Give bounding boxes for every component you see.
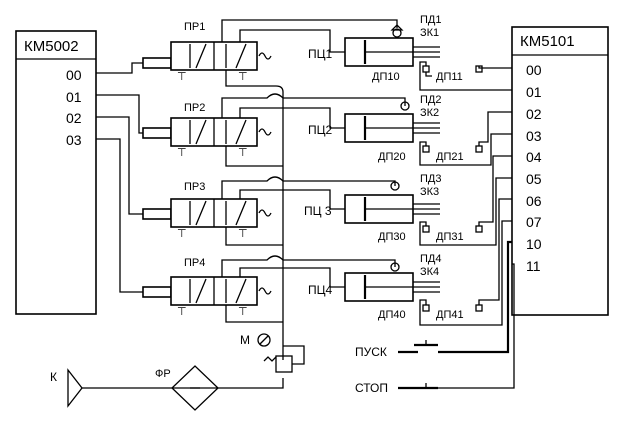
left-module-pin-02: 02 bbox=[66, 110, 82, 126]
cylinder-pc2: ПЦ2 ПД2 ЗК2 ДП20 ДП21 bbox=[308, 94, 483, 163]
sensor-dp30-label: ДП30 bbox=[378, 231, 406, 243]
compressor-symbol bbox=[67, 368, 83, 408]
valve-pr1-label: ПР1 bbox=[184, 21, 205, 33]
pneumatic-lines bbox=[221, 19, 406, 360]
valve-pr2-spring bbox=[258, 128, 272, 136]
cylinder-pc2-label: ПЦ2 bbox=[308, 123, 333, 137]
cylinder-pc4: ПЦ4 ПД4 ЗК4 ДП40 ДП41 bbox=[308, 253, 483, 321]
sensor-dp41-label: ДП41 bbox=[436, 309, 464, 321]
sensor-dp40-label: ДП40 bbox=[378, 309, 406, 321]
right-module-pin-05: 05 bbox=[526, 171, 542, 187]
pressure-switch-pd2-symbol bbox=[400, 101, 410, 111]
valve-pr3: ПР3 ⊤ ⊤ bbox=[142, 181, 272, 240]
sensor-wires bbox=[419, 61, 512, 326]
cylinder-pc3-label: ПЦ 3 bbox=[304, 204, 332, 218]
right-module-pin-00: 00 bbox=[526, 62, 542, 78]
supply-riser bbox=[225, 70, 284, 360]
right-module-pin-04: 04 bbox=[526, 149, 542, 165]
pressure-regulator-symbol bbox=[275, 355, 293, 373]
svg-text:⊤: ⊤ bbox=[238, 71, 248, 83]
left-module-pin-03: 03 bbox=[66, 132, 82, 148]
cylinder-pc1: ПЦ1 ПД1 ЗК1 ДП10 ДП11 bbox=[308, 14, 483, 83]
valve-pr4-label: ПР4 bbox=[184, 257, 205, 269]
pressure-switch-pd3-symbol bbox=[390, 181, 400, 191]
pressure-switch-pd3-label: ПД3 bbox=[420, 173, 441, 185]
start-button[interactable]: ПУСК bbox=[355, 240, 512, 359]
sensor-dp11-label: ДП11 bbox=[436, 71, 463, 83]
valve-pr3-spring bbox=[258, 209, 272, 217]
valve-pr4: ПР4 ⊤ ⊤ bbox=[142, 257, 272, 318]
pressure-switch-pd1-label: ПД1 bbox=[420, 14, 441, 26]
wire-out00-to-pr1 bbox=[96, 62, 143, 74]
cylinder-pc4-label: ПЦ4 bbox=[308, 283, 333, 297]
sensor-dp31-label: ДП31 bbox=[436, 231, 464, 243]
right-module-frame bbox=[511, 26, 609, 316]
valve-pr2: ПР2 ⊤ ⊤ bbox=[142, 102, 272, 159]
svg-text:⊤: ⊤ bbox=[177, 71, 187, 83]
svg-text:⊤: ⊤ bbox=[238, 306, 248, 318]
left-module-pin-00: 00 bbox=[66, 67, 82, 83]
air-supply: К ФР М bbox=[50, 333, 305, 411]
svg-text:⊤: ⊤ bbox=[177, 228, 187, 240]
svg-text:⊤: ⊤ bbox=[177, 147, 187, 159]
pressure-switch-pd4-symbol bbox=[390, 262, 400, 272]
manometer-gauge-icon bbox=[257, 333, 271, 347]
pressure-switch-pd2-label: ПД2 bbox=[420, 94, 441, 106]
valve-pr1: ПР1 ⊤ ⊤ bbox=[142, 21, 272, 83]
right-module-pin-10: 10 bbox=[526, 236, 542, 252]
svg-text:⊤: ⊤ bbox=[238, 228, 248, 240]
pressure-switch-pd1-symbol bbox=[390, 24, 404, 31]
sensor-dp20-label: ДП20 bbox=[378, 151, 406, 163]
check-valve-zk3-label: ЗК3 bbox=[420, 186, 439, 198]
right-module-pin-06: 06 bbox=[526, 193, 542, 209]
valve-pr4-solenoid bbox=[142, 286, 172, 298]
check-valve-zk2-label: ЗК2 bbox=[420, 107, 439, 119]
left-module-title: КМ5002 bbox=[24, 38, 79, 55]
valve-pr3-solenoid bbox=[142, 208, 172, 220]
stop-button-label: СТОП bbox=[355, 381, 388, 395]
right-module-pin-03: 03 bbox=[526, 128, 542, 144]
svg-text:⊤: ⊤ bbox=[238, 147, 248, 159]
valve-pr1-solenoid bbox=[142, 57, 172, 69]
valve-pr1-spring bbox=[258, 52, 272, 60]
valve-pr4-spring bbox=[258, 287, 272, 295]
left-module-pin-01: 01 bbox=[66, 89, 82, 105]
right-module-pin-07: 07 bbox=[526, 214, 542, 230]
svg-text:⊤: ⊤ bbox=[177, 306, 187, 318]
check-valve-zk4-label: ЗК4 bbox=[420, 266, 439, 278]
cylinder-pc3: ПЦ 3 ПД3 ЗК3 ДП30 ДП31 bbox=[304, 173, 483, 243]
right-module-pin-01: 01 bbox=[526, 84, 542, 100]
sensor-dp10-label: ДП10 bbox=[372, 71, 400, 83]
left-output-wires bbox=[96, 62, 165, 293]
compressor-label: К bbox=[50, 370, 57, 384]
sensor-dp21-label: ДП21 bbox=[436, 151, 464, 163]
filter-label: ФР bbox=[155, 368, 171, 380]
valve-pr2-solenoid bbox=[142, 127, 172, 139]
right-module-pin-11: 11 bbox=[526, 258, 541, 274]
right-module-pin-02: 02 bbox=[526, 106, 542, 122]
check-valve-zk1-label: ЗК1 bbox=[420, 27, 439, 39]
valve-pr2-label: ПР2 bbox=[184, 102, 205, 114]
valve-pr3-label: ПР3 bbox=[184, 181, 205, 193]
left-controller-module: КМ5002 00 01 02 03 bbox=[15, 30, 97, 315]
left-module-frame bbox=[15, 30, 97, 315]
manometer-label: М bbox=[240, 333, 250, 347]
stop-button[interactable]: СТОП bbox=[355, 263, 515, 395]
cylinder-pc1-label: ПЦ1 bbox=[308, 47, 333, 61]
pressure-switch-pd4-label: ПД4 bbox=[420, 253, 441, 265]
right-controller-module: КМ5101 00 01 02 03 04 05 06 07 10 11 bbox=[511, 26, 609, 316]
right-module-title: КМ5101 bbox=[520, 33, 575, 50]
start-button-label: ПУСК bbox=[355, 345, 387, 359]
